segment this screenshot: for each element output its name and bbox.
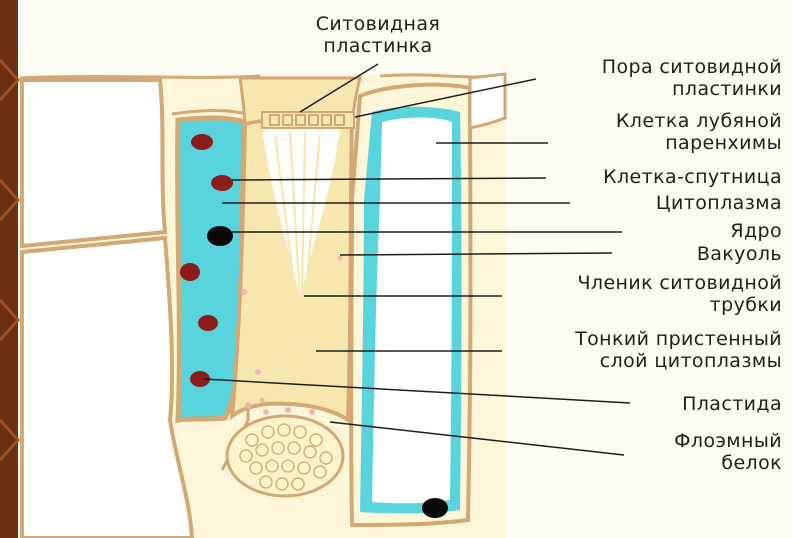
phloem-protein-body — [227, 416, 343, 496]
label-sieve-plate-line1: Ситовидная — [288, 13, 468, 35]
nucleus-companion — [207, 226, 233, 246]
label-plastid: Пластида — [520, 393, 782, 415]
label-sieve-tube-member-line1: Членик ситовидной — [500, 272, 782, 294]
label-sieve-tube-member-line2: трубки — [500, 294, 782, 316]
label-phloem-parenchyma-cell: Клетка лубяной паренхимы — [520, 110, 782, 154]
label-phloem-protein-line1: Флоэмный — [520, 430, 782, 452]
label-sieve-plate: Ситовидная пластинка — [288, 13, 468, 57]
label-sieve-plate-pore-line2: пластинки — [520, 78, 782, 100]
label-phloem-protein: Флоэмный белок — [520, 430, 782, 474]
label-companion-cell: Клетка-спутница — [520, 166, 782, 188]
label-sieve-tube-member: Членик ситовидной трубки — [500, 272, 782, 316]
left-parenchyma-cell-upper — [22, 80, 165, 246]
label-phloem-parenchyma-line2: паренхимы — [520, 132, 782, 154]
label-parietal-cytoplasm-line2: слой цитоплазмы — [500, 350, 782, 372]
left-parenchyma-cell-lower — [22, 238, 192, 538]
label-nucleus: Ядро — [520, 220, 782, 242]
label-parietal-cytoplasm-line1: Тонкий пристенный — [500, 328, 782, 350]
nucleus-parenchyma — [422, 498, 448, 518]
label-cytoplasm: Цитоплазма — [520, 192, 782, 214]
right-top-cell — [470, 74, 505, 128]
label-phloem-parenchyma-line1: Клетка лубяной — [520, 110, 782, 132]
label-parietal-cytoplasm-layer: Тонкий пристенный слой цитоплазмы — [500, 328, 782, 372]
label-phloem-protein-line2: белок — [520, 452, 782, 474]
label-vacuole: Вакуоль — [520, 243, 782, 265]
phloem-parenchyma-vacuole — [372, 118, 452, 504]
label-sieve-plate-line2: пластинка — [288, 35, 468, 57]
label-sieve-plate-pore: Пора ситовидной пластинки — [520, 56, 782, 100]
label-sieve-plate-pore-line1: Пора ситовидной — [520, 56, 782, 78]
